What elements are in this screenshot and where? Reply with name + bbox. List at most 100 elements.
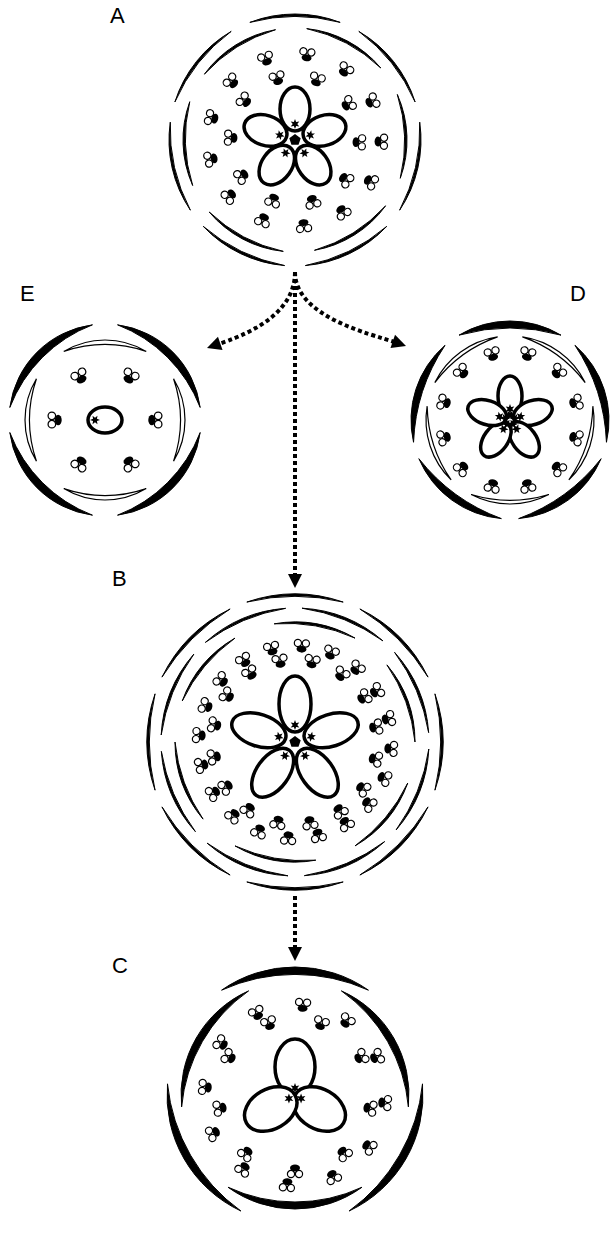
anther-lobe [205,159,214,168]
tepal-crescent [349,1084,423,1211]
anther-lobe [199,1079,207,1087]
stamen-symbol [333,202,353,221]
anther-lobe [438,438,447,447]
anther-lobe [380,142,387,149]
anther-lobe [368,1108,376,1116]
carpel [288,138,338,191]
stamen-symbol [253,211,272,229]
petal-outline [569,406,594,480]
tepal-crescent [519,459,602,519]
stamen-symbol [271,653,288,669]
anther-lobe [374,718,382,726]
carpel [227,706,290,754]
ovule-star [305,731,317,742]
stamen-symbol [568,393,584,411]
anther-lobe [48,412,56,420]
ovule-star [500,414,510,423]
anther-lobe [573,393,582,402]
anther-lobe [376,688,386,698]
anther-lobe [232,169,242,179]
stamen-symbol [198,1079,212,1095]
dashed-arrow [207,272,295,350]
stamen-symbol [240,664,260,683]
tepal-crescent [247,594,343,602]
anther-lobe [269,820,278,829]
carpel [237,1078,305,1141]
anther-lobe [358,788,368,798]
anther-lobe [296,225,304,233]
anther-lobe [206,749,214,757]
tepal-crescent [10,433,93,516]
tepal-crescent [355,783,408,846]
ovule-star [298,146,311,159]
carpel [240,109,291,151]
stamen-symbol [220,1047,239,1067]
stamen-symbol [312,1015,331,1032]
stamen-symbol [337,1012,357,1031]
anther-lobe [357,664,367,674]
anther-lobe [253,216,262,225]
anther-lobe [154,412,162,420]
stamen-symbol [279,1178,295,1192]
stamen-symbol [264,192,283,209]
anther-lobe [295,998,303,1006]
anther-lobe [193,727,201,735]
arrow-head [288,574,302,588]
carpel [88,407,122,433]
tepal-crescent [228,1187,362,1209]
anther-lobe [338,1153,348,1163]
anther-lobe [257,53,266,62]
stamen-symbol [203,150,219,168]
stamen-symbol [367,750,383,768]
anther-lobe [154,420,162,428]
anther-lobe [302,822,310,830]
tepal-crescent [181,991,249,1107]
anther-lobe [363,804,373,814]
anther-lobe [206,109,215,118]
anther-lobe [279,1183,287,1191]
stamen-symbol [483,346,501,362]
petal-outline [64,340,146,351]
stamen-symbol [295,998,311,1012]
ovule-star [299,749,312,762]
stamen-symbol [301,815,318,831]
stamen-symbol [353,779,372,799]
flower-drawing [165,965,425,1225]
anther-lobe [227,72,237,82]
tepal-crescent [419,459,502,519]
stamen-symbol [257,50,276,67]
anther-lobe [528,348,537,357]
stamen-symbol [351,1047,370,1067]
tepal-crescent [222,967,369,990]
anther-lobe [376,1055,386,1065]
stamen-symbol [236,1143,256,1163]
anther-lobe [575,430,584,439]
tepal-crescent [360,609,428,677]
anther-lobe [287,1184,295,1192]
anther-lobe [438,393,447,402]
anther-lobe [303,999,311,1007]
anther-lobe [491,346,500,355]
tepal-crescent [250,14,340,22]
tepal-crescent [359,31,415,102]
anther-lobe [276,70,285,79]
carpel [288,741,347,805]
anther-lobe [358,143,365,150]
anther-lobe [372,99,382,109]
anther-lobe [390,741,398,749]
anther-lobe [204,786,214,796]
dashed-arrow [288,272,302,588]
stamen-symbol [192,727,206,743]
anther-lobe [388,718,397,727]
petal-outline [174,379,185,461]
anther-lobe [436,430,445,439]
anther-lobe [347,1016,357,1026]
stamen-symbol [378,1095,392,1111]
anther-lobe [375,726,383,734]
tepal-crescent [167,1084,241,1211]
anther-lobe [130,371,140,381]
carpel-outline [227,706,290,754]
anther-lobe [386,710,395,719]
anther-lobe [575,401,584,410]
anther-lobe [194,758,203,767]
